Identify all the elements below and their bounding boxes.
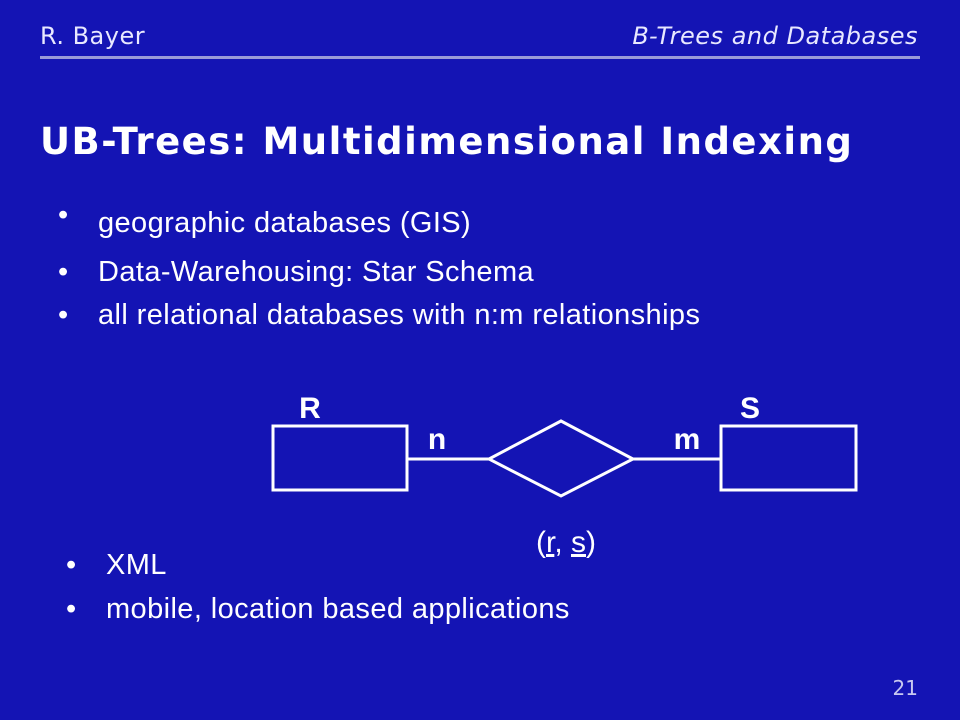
bullet-item: • all relational databases with n:m relat… — [58, 299, 700, 332]
bullet-text: Data-Warehousing: Star Schema — [98, 256, 535, 288]
bullet-marker: • — [58, 199, 69, 231]
bullet-item: • Data-Warehousing: Star Schema — [58, 256, 534, 289]
key-attribute-s: s — [571, 526, 586, 559]
entity-box-s — [719, 424, 858, 492]
entity-label-r: R — [299, 392, 321, 425]
entity-label-s: S — [740, 392, 760, 425]
bullet-item: • XML — [66, 549, 167, 582]
cardinality-m: m — [674, 423, 701, 456]
slide-author: R. Bayer — [40, 22, 146, 50]
bullet-item: • mobile, location based applications — [66, 593, 570, 626]
relationship-diamond — [485, 419, 637, 498]
bullet-marker: • — [66, 593, 77, 625]
bullet-text: XML — [106, 549, 167, 581]
bullet-marker: • — [66, 549, 77, 581]
bullet-marker: • — [58, 299, 69, 331]
entity-box-r — [271, 424, 409, 492]
key-separator: , — [554, 526, 571, 559]
cardinality-n: n — [428, 423, 446, 456]
header-divider — [40, 56, 920, 59]
relationship-key-label: (r, s) — [536, 526, 596, 559]
key-close-paren: ) — [586, 526, 596, 559]
slide-title: UB-Trees: Multidimensional Indexing — [40, 120, 854, 163]
bullet-marker: • — [58, 256, 69, 288]
slide-course-title: B-Trees and Databases — [632, 22, 918, 50]
bullet-text: mobile, location based applications — [106, 593, 570, 625]
key-attribute-r: r — [546, 526, 556, 559]
bullet-text: all relational databases with n:m relati… — [98, 299, 701, 331]
page-number: 21 — [892, 676, 918, 700]
bullet-text: geographic databases (GIS) — [98, 207, 472, 239]
key-open-paren: ( — [536, 526, 546, 559]
bullet-item: • geographic databases (GIS) — [58, 199, 472, 240]
